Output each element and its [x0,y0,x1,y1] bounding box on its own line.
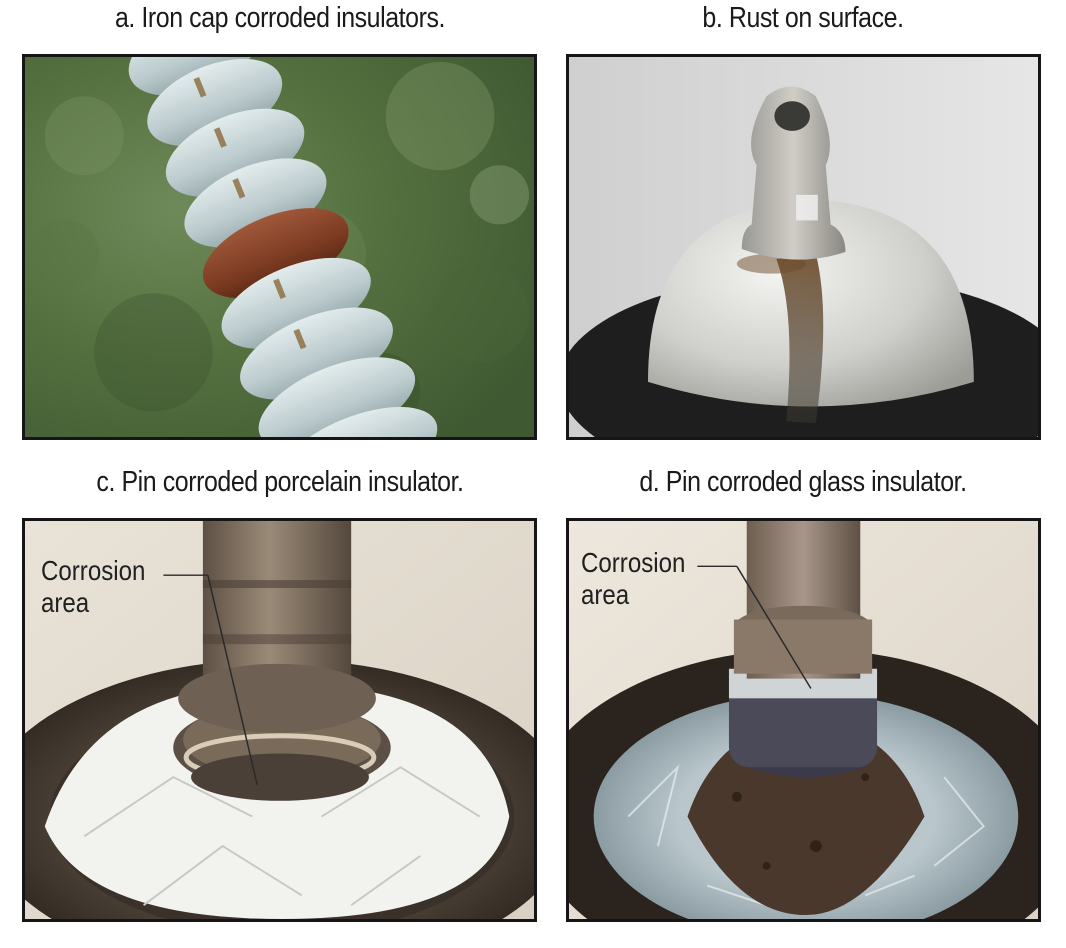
caption-panel-a: a. Iron cap corroded insulators. [114,2,446,34]
photo-panel-b [566,54,1041,440]
glass-pin-photo [569,521,1038,919]
caption-panel-c: c. Pin corroded porcelain insulator. [96,466,464,498]
photo-panel-a [22,54,537,440]
caption-panel-b: b. Rust on surface. [702,2,904,34]
porcelain-pin-photo [25,521,534,919]
callout-line1: Corrosion [41,555,146,586]
callout-line2: area [581,579,630,610]
caption-panel-d: d. Pin corroded glass insulator. [639,466,967,498]
cap-rust-photo [569,57,1038,437]
photo-panel-d: Corrosion area [566,518,1041,922]
insulator-string-photo [25,57,534,437]
callout-corrosion-area-c: Corrosion area [41,555,145,619]
photo-panel-c: Corrosion area [22,518,537,922]
callout-line1: Corrosion [581,547,686,578]
callout-line2: area [41,587,90,618]
callout-corrosion-area-d: Corrosion area [581,547,685,611]
